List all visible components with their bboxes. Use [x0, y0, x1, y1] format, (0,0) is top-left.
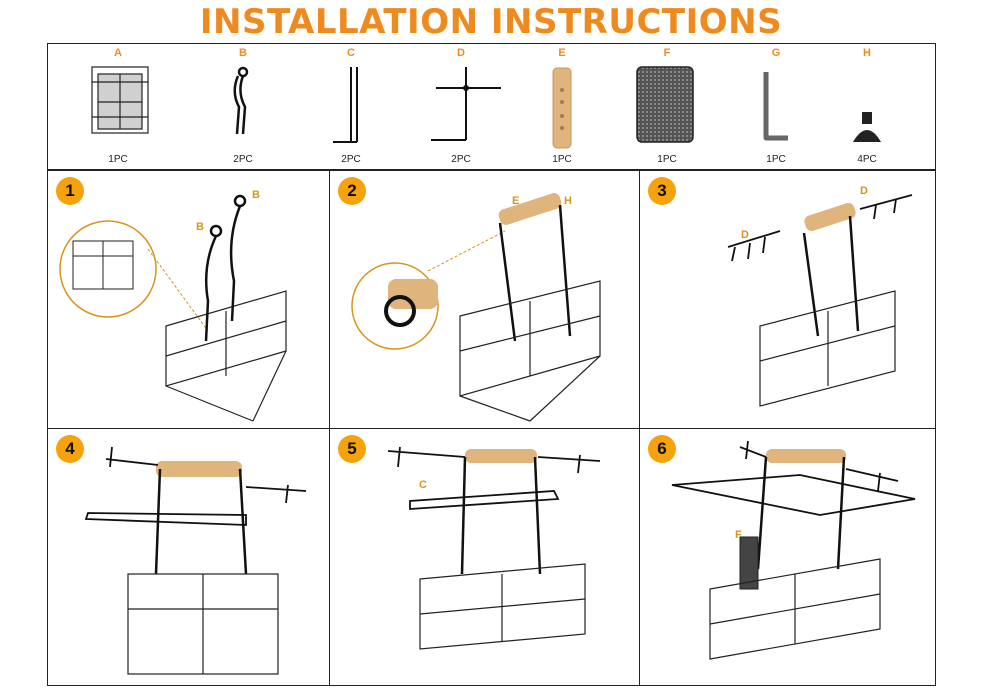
part-h: H 4PC	[817, 44, 917, 171]
step-5: 5 C	[329, 428, 640, 686]
part-letter: E	[558, 47, 566, 59]
step-2: 2 E H	[329, 170, 640, 429]
side-bar-icon	[233, 66, 249, 135]
part-qty: 1PC	[766, 154, 786, 165]
step-6-illustration	[671, 440, 916, 660]
part-letter: A	[114, 47, 122, 59]
step-number: 2	[338, 177, 366, 205]
step-number: 5	[338, 435, 366, 463]
part-c: C 2PC	[301, 44, 401, 171]
towel-bar-icon	[333, 67, 358, 143]
part-letter: F	[663, 47, 671, 59]
part-letter: C	[347, 47, 355, 59]
step-4-illustration	[84, 446, 307, 675]
part-qty: 2PC	[451, 154, 471, 165]
part-f: F 1PC	[617, 44, 717, 171]
parts-list: A 1PC B 2PC C	[47, 43, 936, 170]
part-e: E 1PC	[512, 44, 612, 171]
part-b: B 2PC	[193, 44, 293, 171]
mesh-divider-icon	[636, 66, 694, 143]
step-number: 4	[56, 435, 84, 463]
part-d: D 2PC	[411, 44, 511, 171]
hex-key-icon	[763, 72, 788, 141]
label-h: H	[564, 195, 572, 207]
part-letter: D	[457, 47, 465, 59]
part-g: G 1PC	[726, 44, 826, 171]
part-letter: B	[239, 47, 247, 59]
step-6: 6 F	[639, 428, 936, 686]
label-f: F	[735, 529, 742, 541]
label-b: B	[196, 221, 204, 233]
step-2-illustration	[351, 193, 601, 422]
part-letter: G	[771, 47, 781, 59]
step-3-illustration	[727, 194, 913, 407]
part-qty: 1PC	[657, 154, 677, 165]
page-title: INSTALLATION INSTRUCTIONS	[199, 2, 783, 42]
screw-icon	[853, 112, 881, 142]
part-qty: 2PC	[341, 154, 361, 165]
part-a: A 1PC	[68, 44, 168, 171]
part-qty: 2PC	[233, 154, 253, 165]
part-qty: 1PC	[552, 154, 572, 165]
label-c: C	[419, 479, 427, 491]
basket-icon	[91, 66, 149, 134]
step-3: 3 D D	[639, 170, 936, 429]
step-number: 1	[56, 177, 84, 205]
hook-bar-icon	[431, 67, 501, 141]
label-d: D	[741, 229, 749, 241]
part-qty: 1PC	[108, 154, 128, 165]
label-b: B	[252, 189, 260, 201]
step-number: 3	[648, 177, 676, 205]
label-e: E	[512, 195, 520, 207]
step-5-illustration	[387, 446, 601, 650]
part-qty: 4PC	[857, 154, 877, 165]
step-number: 6	[648, 435, 676, 463]
part-letter: H	[863, 47, 871, 59]
step-1-illustration	[59, 194, 287, 422]
wooden-handle-icon	[552, 67, 572, 149]
step-1: 1 B B	[47, 170, 330, 429]
label-d: D	[860, 185, 868, 197]
step-4: 4	[47, 428, 330, 686]
